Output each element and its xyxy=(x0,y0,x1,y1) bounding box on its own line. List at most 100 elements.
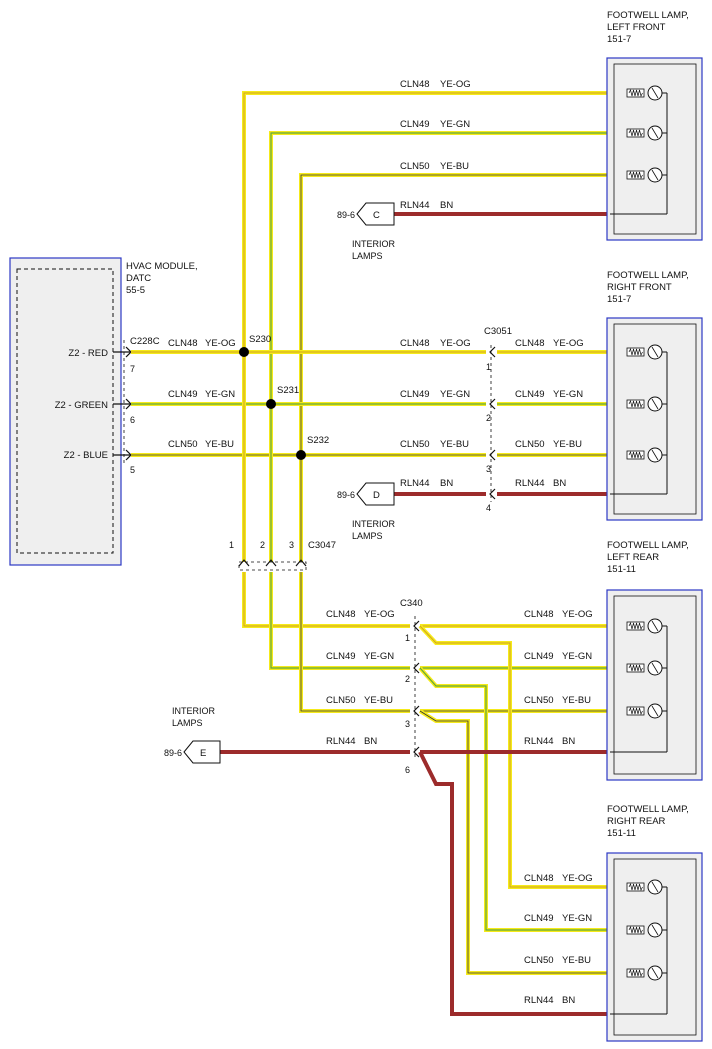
lamp-left-rear: FOOTWELL LAMP, LEFT REAR 151-11 xyxy=(606,540,703,781)
interior-ref-label: INTERIOR xyxy=(352,519,396,529)
interior-ref-d: 89-6 D INTERIOR LAMPS xyxy=(337,482,396,541)
interior-ref-label: INTERIOR xyxy=(172,706,216,716)
wire-label: YE-BU xyxy=(562,955,591,966)
c3051-pin-1: 1 xyxy=(486,362,491,372)
c3047-pin-1: 1 xyxy=(229,540,234,550)
lamp-bulb-icon xyxy=(626,660,667,676)
wire-label: RLN44 xyxy=(400,200,430,211)
interior-ref-label: LAMPS xyxy=(352,251,383,261)
splice-s232-label: S232 xyxy=(307,435,329,446)
wire-label: YE-BU xyxy=(364,695,393,706)
interior-ref-letter: D xyxy=(373,490,380,501)
interior-ref-c: 89-6 C INTERIOR LAMPS xyxy=(337,202,396,261)
splice-s230-dot xyxy=(239,347,249,357)
wires xyxy=(131,91,610,1016)
wire-label: YE-GN xyxy=(562,651,592,662)
wire-label: YE-BU xyxy=(440,439,469,450)
lamp-bulb-icon xyxy=(626,167,667,183)
wire-label: CLN50 xyxy=(168,439,198,450)
interior-ref-page: 89-6 xyxy=(337,210,355,220)
lamp-bulb-icon xyxy=(626,125,667,141)
lamp-title: RIGHT REAR xyxy=(607,816,666,827)
wire-label: CLN50 xyxy=(515,439,545,450)
hvac-pin-label-blue: Z2 - BLUE xyxy=(64,450,108,461)
wire-label: CLN49 xyxy=(326,651,356,662)
wire-label: CLN48 xyxy=(168,338,198,349)
c228c-pin-6: 6 xyxy=(130,415,135,425)
connector-c228c-label: C228C xyxy=(130,336,160,347)
wire-label: CLN50 xyxy=(524,695,554,706)
splice-s230-label: S230 xyxy=(249,334,271,345)
wire-label: RLN44 xyxy=(400,478,430,489)
lamp-title: 151-11 xyxy=(607,564,636,575)
splice-s231-dot xyxy=(266,399,276,409)
wire-label: YE-GN xyxy=(553,389,583,400)
interior-ref-letter: E xyxy=(200,748,206,759)
wire-label: CLN48 xyxy=(400,338,430,349)
wire-label: BN xyxy=(553,478,566,489)
wire-label: YE-OG xyxy=(440,338,471,349)
lamp-title: FOOTWELL LAMP, xyxy=(607,804,689,815)
wire-label: BN xyxy=(440,200,453,211)
wire-label: CLN49 xyxy=(400,389,430,400)
wire-label: YE-OG xyxy=(562,609,593,620)
lamp-left-front: FOOTWELL LAMP, LEFT FRONT 151-7 xyxy=(606,10,703,241)
wire-label: CLN50 xyxy=(400,439,430,450)
wire-label: BN xyxy=(364,736,377,747)
wire-label: YE-BU xyxy=(553,439,582,450)
connector-c3047: 1 2 3 C3047 xyxy=(229,540,336,571)
c3047-pin-2: 2 xyxy=(260,540,265,550)
interior-ref-page: 89-6 xyxy=(164,748,182,758)
connector-c3051: C3051 1 2 3 4 xyxy=(484,326,512,513)
wire-label: CLN48 xyxy=(524,873,554,884)
lamp-bulb-icon xyxy=(626,703,667,719)
wire-label: CLN48 xyxy=(515,338,545,349)
wire-label: BN xyxy=(562,736,575,747)
wire-label: YE-OG xyxy=(440,79,471,90)
wire-label: CLN49 xyxy=(524,913,554,924)
connector-c3047-label: C3047 xyxy=(308,540,336,551)
lamp-right-front: FOOTWELL LAMP, RIGHT FRONT 151-7 xyxy=(606,270,703,521)
connector-c3051-label: C3051 xyxy=(484,326,512,337)
hvac-module: HVAC MODULE, DATC 55-5 Z2 - RED Z2 - GRE… xyxy=(9,257,198,566)
c228c-pin-5: 5 xyxy=(130,465,135,475)
wire-label: YE-GN xyxy=(440,389,470,400)
splice-s232-dot xyxy=(296,450,306,460)
lamp-bulb-icon xyxy=(626,965,667,981)
c340-pin-3: 3 xyxy=(405,719,410,729)
wire-label: YE-OG xyxy=(364,609,395,620)
wire-label: YE-BU xyxy=(440,161,469,172)
lamp-bulb-icon xyxy=(626,85,667,101)
wire-label: YE-GN xyxy=(440,119,470,130)
connector-c340: C340 1 2 3 6 xyxy=(400,598,423,775)
wire-labels: CLN48 YE-OG CLN49 YE-GN CLN50 YE-BU RLN4… xyxy=(168,79,593,1006)
lamp-bulb-icon xyxy=(626,396,667,412)
lamp-title: LEFT FRONT xyxy=(607,22,666,33)
c3047-pin-3: 3 xyxy=(289,540,294,550)
c340-pin-2: 2 xyxy=(405,674,410,684)
lamp-title: RIGHT FRONT xyxy=(607,282,672,293)
hvac-pin-label-red: Z2 - RED xyxy=(68,348,108,359)
c228c-pin-7: 7 xyxy=(130,364,135,374)
splice-s231-label: S231 xyxy=(277,385,299,396)
hvac-pin-label-green: Z2 - GREEN xyxy=(55,400,108,411)
wire-label: CLN49 xyxy=(168,389,198,400)
wire-label: CLN49 xyxy=(400,119,430,130)
wire-label: YE-OG xyxy=(562,873,593,884)
interior-ref-page: 89-6 xyxy=(337,490,355,500)
lamp-bulb-icon xyxy=(626,922,667,938)
interior-ref-e: INTERIOR LAMPS 89-6 E xyxy=(164,706,221,764)
interior-ref-label: LAMPS xyxy=(352,531,383,541)
lamp-bulb-icon xyxy=(626,618,667,634)
wire-label: CLN49 xyxy=(524,651,554,662)
wire-label: YE-GN xyxy=(205,389,235,400)
wire-label: CLN48 xyxy=(524,609,554,620)
wire-label: RLN44 xyxy=(326,736,356,747)
wire-label: BN xyxy=(440,478,453,489)
wire-label: CLN50 xyxy=(524,955,554,966)
lamp-title: FOOTWELL LAMP, xyxy=(607,540,689,551)
wire-label: YE-GN xyxy=(364,651,394,662)
wire-label: RLN44 xyxy=(524,736,554,747)
wire-label: RLN44 xyxy=(515,478,545,489)
